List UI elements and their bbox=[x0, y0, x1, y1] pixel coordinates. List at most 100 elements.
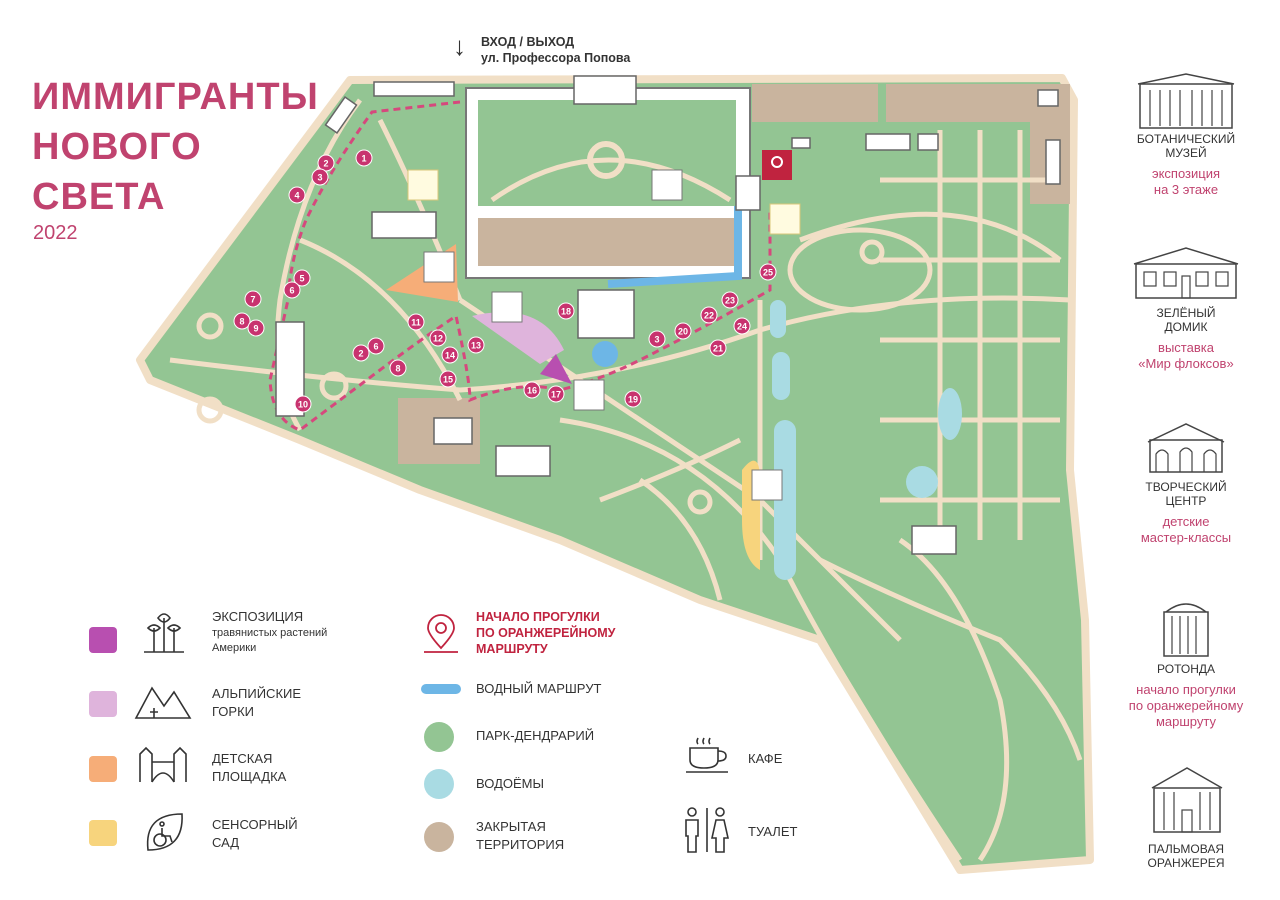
legend-toilet: ТУАЛЕТ bbox=[748, 824, 798, 839]
route-point-label: 24 bbox=[737, 322, 747, 332]
toilet-marker-1 bbox=[407, 169, 439, 201]
route-point-label: 25 bbox=[763, 268, 773, 278]
building-museum-desc-1: экспозиция bbox=[1151, 166, 1221, 181]
playground-icon bbox=[139, 746, 187, 783]
route-point-marker bbox=[367, 337, 385, 355]
route-point-marker bbox=[355, 149, 373, 167]
location-pin-icon bbox=[424, 614, 458, 653]
route-point-label: 14 bbox=[445, 351, 455, 361]
legend-sensory-l2: САД bbox=[212, 835, 240, 850]
building-museum-name-2: МУЗЕЙ bbox=[1165, 146, 1207, 160]
route-point-marker bbox=[721, 291, 739, 309]
legend-closed-dot bbox=[424, 822, 454, 852]
legend-alpine-swatch bbox=[89, 691, 117, 717]
tulips-icon bbox=[144, 613, 184, 653]
route-point-marker bbox=[293, 269, 311, 287]
wheelchair-leaf-icon bbox=[146, 813, 183, 851]
legend-start-l1: НАЧАЛО ПРОГУЛКИ bbox=[476, 610, 600, 624]
route-point-marker bbox=[624, 390, 642, 408]
route-point-marker bbox=[441, 346, 459, 364]
building-green-house: ЗЕЛЁНЫЙ ДОМИК выставка«Мир флоксов» bbox=[1106, 306, 1266, 372]
legend-playground-l1: ДЕТСКАЯ bbox=[212, 751, 273, 766]
year: 2022 bbox=[33, 222, 78, 244]
legend-start-l2: ПО ОРАНЖЕРЕЙНОМУ bbox=[476, 626, 616, 640]
route-point-label: 6 bbox=[373, 342, 378, 352]
palm-greenhouse-building bbox=[577, 289, 635, 339]
building-green-house-desc-2: «Мир флоксов» bbox=[1138, 356, 1234, 371]
exposition-area bbox=[540, 354, 572, 384]
route-point-label: 8 bbox=[239, 317, 244, 327]
title-line-2: НОВОГО bbox=[32, 126, 202, 168]
legend-playground-l2: ПЛОЩАДКА bbox=[212, 769, 287, 784]
route-point-marker bbox=[700, 306, 718, 324]
route-point-label: 13 bbox=[471, 341, 481, 351]
mountains-icon bbox=[134, 686, 192, 719]
legend-closed: ЗАКРЫТАЯ ТЕРРИТОРИЯ bbox=[476, 818, 564, 854]
building-creative-center-desc-1: детские bbox=[1162, 514, 1210, 529]
entrance-line-1: ВХОД / ВЫХОД bbox=[481, 35, 575, 49]
title-line-1: ИММИГРАНТЫ bbox=[32, 76, 319, 118]
exposition-marker bbox=[573, 379, 605, 411]
alpine-area bbox=[472, 312, 564, 364]
pond-2 bbox=[772, 352, 790, 400]
route-point-marker bbox=[709, 339, 727, 357]
legend-alpine-l2: ГОРКИ bbox=[212, 704, 255, 719]
route-point-label: 3 bbox=[654, 335, 659, 345]
building-rotunda-name: РОТОНДА bbox=[1157, 662, 1215, 676]
legend-closed-l2: ТЕРРИТОРИЯ bbox=[476, 837, 565, 852]
sensory-marker bbox=[751, 469, 783, 501]
route-point-label: 1 bbox=[361, 154, 366, 164]
legend-sensory-swatch bbox=[89, 820, 117, 846]
title-line-3: СВЕТА bbox=[32, 176, 166, 218]
legend-closed-l1: ЗАКРЫТАЯ bbox=[476, 819, 546, 834]
route-point-marker bbox=[294, 395, 312, 413]
legend-start-l3: МАРШРУТУ bbox=[476, 642, 548, 656]
route-point-label: 16 bbox=[527, 386, 537, 396]
rotunda-building bbox=[735, 175, 761, 211]
green-house-icon bbox=[1133, 247, 1239, 299]
route-point-label: 2 bbox=[358, 349, 363, 359]
museum-icon bbox=[1137, 73, 1235, 129]
building-palm-greenhouse-name-1: ПАЛЬМОВАЯ bbox=[1148, 842, 1224, 856]
route-point-label: 20 bbox=[678, 327, 688, 337]
pond-6 bbox=[592, 341, 618, 367]
route-point-marker bbox=[648, 330, 666, 348]
building-rotunda-desc-2: по оранжерейному bbox=[1128, 698, 1244, 713]
route-point-label: 23 bbox=[725, 296, 735, 306]
route-point-label: 19 bbox=[628, 395, 638, 405]
route-point-label: 7 bbox=[250, 295, 255, 305]
legend-exposition-swatch bbox=[89, 627, 117, 653]
route-point-marker bbox=[557, 302, 575, 320]
route-point-label: 12 bbox=[433, 334, 443, 344]
toilet-marker-2 bbox=[769, 203, 801, 235]
route-point-marker bbox=[523, 381, 541, 399]
walking-route bbox=[268, 100, 772, 432]
route-point-label: 21 bbox=[713, 344, 723, 354]
legend-park-dot bbox=[424, 722, 454, 752]
arrow-down-icon: ↓ bbox=[453, 31, 466, 61]
building-green-house-name-1: ЗЕЛЁНЫЙ bbox=[1156, 306, 1216, 320]
legend-water-route-bar bbox=[421, 684, 461, 694]
pond-1 bbox=[770, 300, 786, 338]
route-point-label: 22 bbox=[704, 311, 714, 321]
water-route bbox=[607, 206, 742, 288]
route-point-label: 6 bbox=[289, 286, 294, 296]
legend-alpine: АЛЬПИЙСКИЕ ГОРКИ bbox=[212, 685, 301, 721]
route-point-marker bbox=[233, 312, 251, 330]
route-point-marker bbox=[733, 317, 751, 335]
legend-playground-swatch bbox=[89, 756, 117, 782]
route-point-marker bbox=[288, 186, 306, 204]
map-title: ИММИГРАНТЫ НОВОГО СВЕТА bbox=[32, 72, 319, 222]
route-point-label: 18 bbox=[561, 307, 571, 317]
route-point-marker bbox=[759, 263, 777, 281]
route-point-marker bbox=[311, 168, 329, 186]
legend-start: НАЧАЛО ПРОГУЛКИ ПО ОРАНЖЕРЕЙНОМУ МАРШРУТ… bbox=[476, 609, 615, 657]
route-point-label: 17 bbox=[551, 390, 561, 400]
route-point-marker bbox=[244, 290, 262, 308]
cafe-icon bbox=[686, 737, 728, 773]
